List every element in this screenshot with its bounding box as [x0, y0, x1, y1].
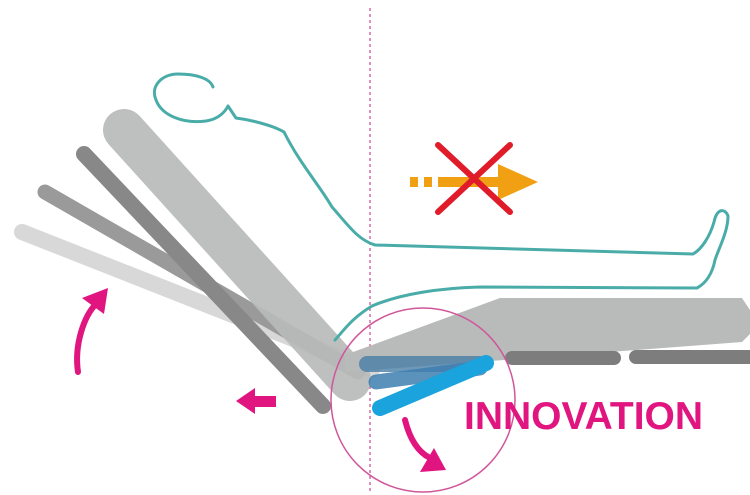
- curved-arrow-down-icon: [402, 417, 446, 472]
- innovation-circle: [330, 307, 516, 493]
- backrest-main: [103, 109, 371, 401]
- arrow-left-icon: [236, 388, 276, 414]
- bed-platform: [345, 298, 750, 372]
- cross-icon: [435, 142, 513, 215]
- patient-outline: [153, 72, 730, 342]
- innovation-bar-lower: [372, 355, 494, 416]
- curved-arrow-up-icon: [74, 288, 108, 375]
- backrest-dark: [76, 146, 331, 414]
- innovation-label: INNOVATION: [464, 395, 703, 438]
